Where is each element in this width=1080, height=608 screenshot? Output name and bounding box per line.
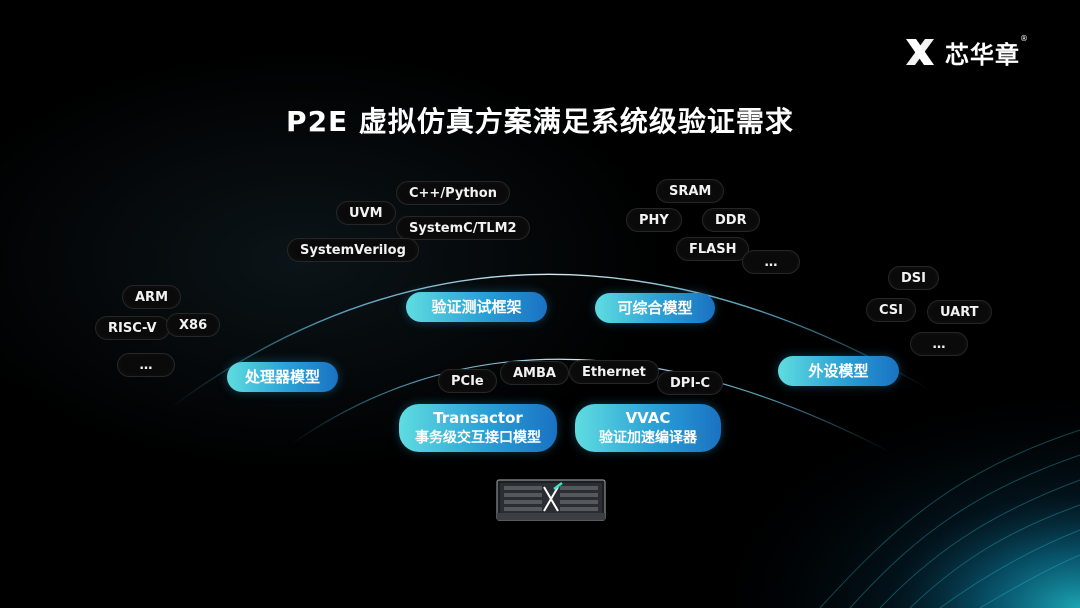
framework-item-uvm: UVM: [336, 201, 396, 225]
module-peripheral-model: 外设模型: [778, 356, 899, 386]
peripheral-item-dsi: DSI: [888, 266, 939, 290]
processor-item-x86: X86: [166, 313, 221, 337]
framework-item-systemc: SystemC/TLM2: [396, 216, 530, 240]
synth-item-more: …: [742, 250, 800, 274]
interface-item-pcie: PCIe: [438, 369, 497, 393]
transactor-title: Transactor: [433, 409, 523, 427]
brand-x-icon: [906, 39, 934, 65]
brand-name: 芯华章: [945, 40, 1020, 69]
processor-item-more: …: [117, 353, 175, 377]
peripheral-item-more: …: [910, 332, 968, 356]
synth-item-ddr: DDR: [702, 208, 760, 232]
corner-glow: [700, 380, 1080, 608]
module-synthesizable-model: 可综合模型: [595, 293, 715, 323]
emulator-server-image: [496, 479, 606, 521]
page-title: P2E 虚拟仿真方案满足系统级验证需求: [286, 105, 794, 138]
interface-item-dpic: DPI-C: [657, 371, 724, 395]
interface-item-ethernet: Ethernet: [569, 360, 659, 384]
vvac-subtitle: 验证加速编译器: [599, 430, 697, 446]
vvac-title: VVAC: [625, 409, 671, 427]
brand-logo: 芯华章 ®: [903, 34, 1028, 70]
module-transactor: Transactor 事务级交互接口模型: [399, 404, 557, 452]
corner-strands: [819, 429, 1080, 608]
inner-arc: [289, 358, 891, 453]
peripheral-item-uart: UART: [927, 300, 992, 324]
framework-item-systemverilog: SystemVerilog: [287, 238, 419, 262]
synth-item-phy: PHY: [626, 208, 682, 232]
brand-registered-mark: ®: [1020, 34, 1028, 43]
peripheral-item-csi: CSI: [866, 298, 916, 322]
synth-item-sram: SRAM: [656, 179, 725, 203]
module-processor-model: 处理器模型: [227, 362, 338, 392]
interface-item-amba: AMBA: [500, 361, 569, 385]
transactor-subtitle: 事务级交互接口模型: [415, 430, 541, 446]
module-verification-framework: 验证测试框架: [406, 292, 547, 322]
module-vvac: VVAC 验证加速编译器: [575, 404, 721, 452]
outer-arc: [169, 273, 931, 409]
processor-item-riscv: RISC-V: [95, 316, 170, 340]
processor-item-arm: ARM: [122, 285, 182, 309]
synth-item-flash: FLASH: [676, 237, 750, 261]
framework-item-cpp-python: C++/Python: [396, 181, 510, 205]
